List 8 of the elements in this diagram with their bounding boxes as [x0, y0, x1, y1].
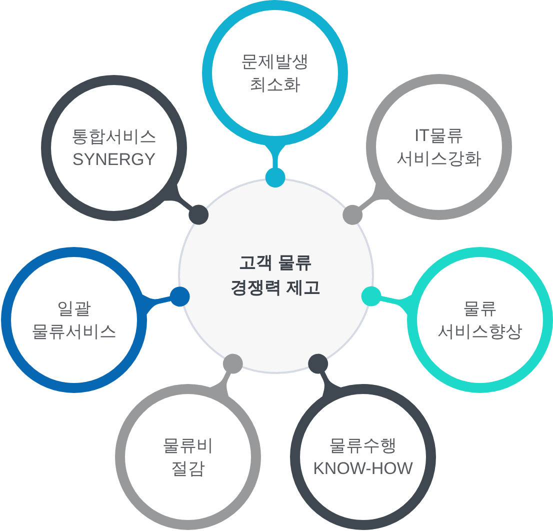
ring-circle: 물류 서비스향상 [407, 247, 553, 393]
hub-circle: 고객 물류 경쟁력 제고 [178, 178, 374, 374]
ring-circle: 문제발생 최소화 [202, 0, 348, 146]
ring-circle: 통합서비스 SYNERGY [41, 75, 187, 221]
ring-circle: IT물류 서비스강화 [366, 74, 512, 220]
ring-circle: 물류수행 KNOW-HOW [290, 384, 436, 530]
ring-circle: 일괄 물류서비스 [1, 247, 147, 393]
ring-circle: 물류비 절감 [115, 384, 261, 530]
